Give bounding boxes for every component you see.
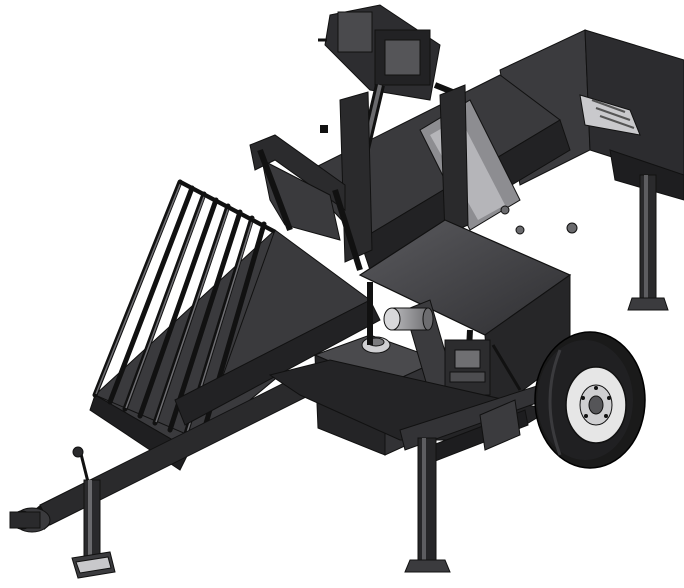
lift-mast — [320, 84, 469, 263]
front-support-leg — [404, 437, 451, 573]
air-cleaner — [383, 307, 434, 331]
tongue-jack — [71, 479, 116, 579]
rear-support-leg — [627, 174, 669, 311]
fasteners — [500, 205, 578, 235]
hydraulic-cylinder — [318, 4, 462, 172]
hitch-coupler — [9, 507, 51, 533]
wheel — [534, 331, 646, 469]
log-lift-frame — [249, 134, 363, 271]
